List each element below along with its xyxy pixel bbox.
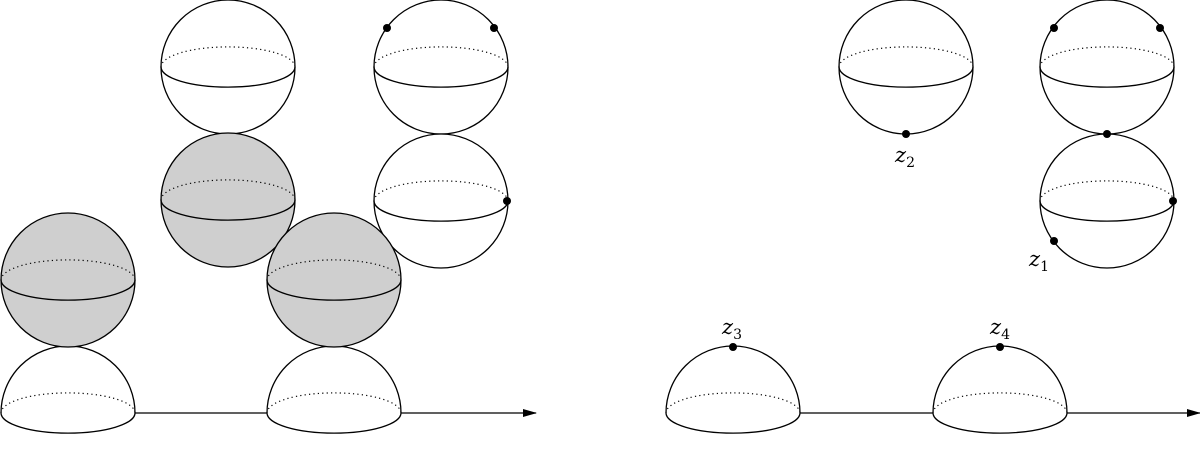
top-left-sphere [160,0,296,135]
label-z3: z3 [721,315,742,343]
right-mid-sphere [373,133,509,269]
right-base-hemisphere [266,345,402,434]
right-bubble-tree [665,0,1200,434]
label-z4: z4 [989,315,1010,343]
marked-point-z1 [1050,237,1058,245]
marked-point [1169,197,1177,205]
label-z1: z1 [1028,247,1049,275]
marked-point [503,197,511,205]
top-right-sphere [373,0,509,135]
lower-right-sphere [1039,133,1175,269]
top-right-sphere [1039,0,1175,135]
right-shaded-sphere [266,212,402,348]
marked-point [383,24,391,32]
left-bubble-tree [0,0,537,434]
marked-point [1050,24,1058,32]
left-base-hemisphere [0,345,136,434]
marked-point [1103,130,1111,138]
left-base-hemisphere [665,345,801,434]
marked-point-z2 [902,130,910,138]
right-base-hemisphere [932,345,1068,434]
marked-point [1156,24,1164,32]
marked-point-z4 [996,343,1004,351]
left-shaded-sphere [0,212,136,348]
marked-point [490,24,498,32]
middle-shaded-sphere [160,132,296,268]
label-z2: z2 [894,143,915,171]
marked-point-z3 [729,343,737,351]
isolated-sphere [838,0,974,135]
